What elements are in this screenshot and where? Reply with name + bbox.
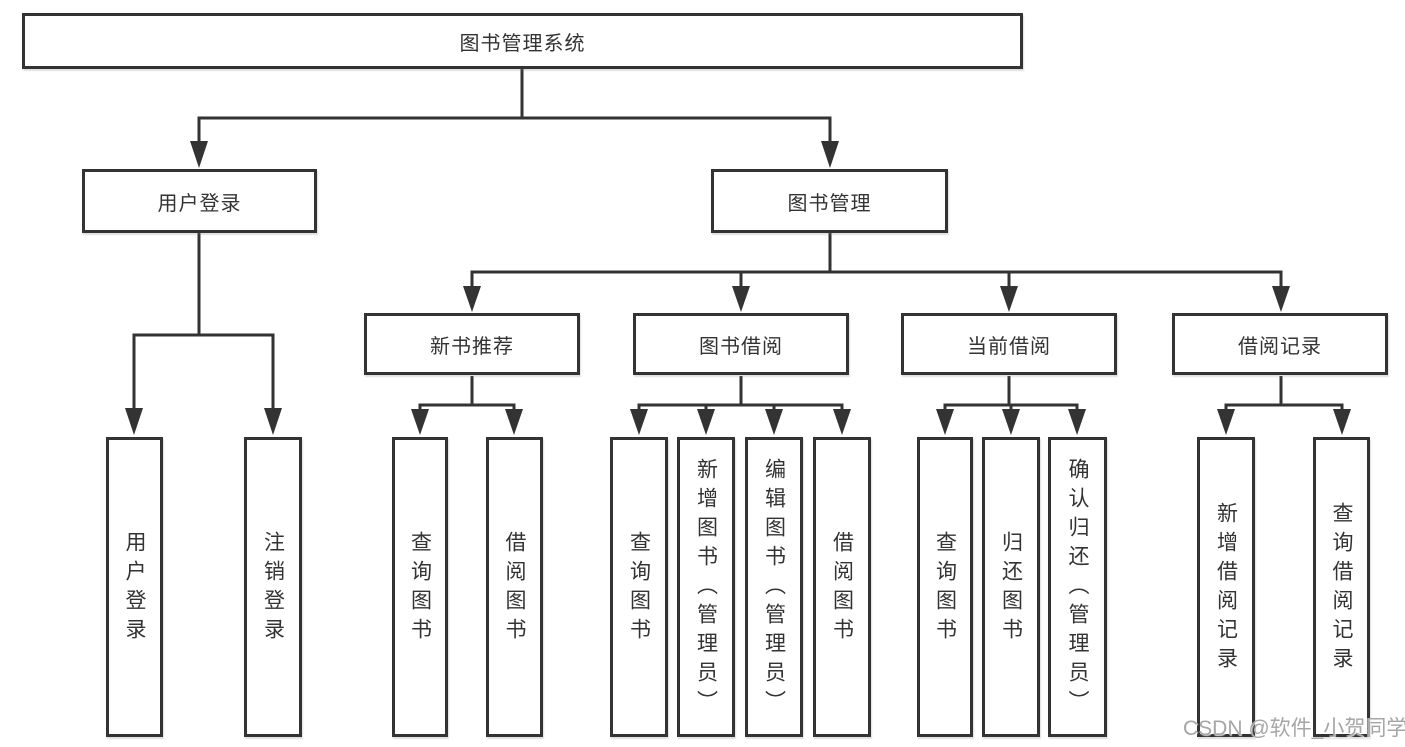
leaf-user-login: 用户登录 bbox=[106, 437, 163, 737]
leaf-confirm-return-admin: 确认归还（管理员） bbox=[1048, 437, 1107, 737]
node-library-management-system: 图书管理系统 bbox=[22, 13, 1023, 69]
leaf-edit-books-admin: 编辑图书（管理员） bbox=[745, 437, 803, 737]
node-borrowing-records: 借阅记录 bbox=[1172, 313, 1388, 375]
node-user-login: 用户登录 bbox=[82, 169, 317, 233]
leaf-logout: 注销登录 bbox=[244, 437, 302, 737]
leaf-add-books-admin: 新增图书（管理员） bbox=[677, 437, 735, 737]
leaf-query-borrow-record: 查询借阅记录 bbox=[1313, 437, 1370, 737]
leaf-add-borrow-record: 新增借阅记录 bbox=[1197, 437, 1255, 737]
leaf-return-books: 归还图书 bbox=[982, 437, 1040, 737]
leaf-borrow-books: 借阅图书 bbox=[813, 437, 871, 737]
leaf-query-books: 查询图书 bbox=[392, 437, 448, 737]
leaf-borrow-books: 借阅图书 bbox=[486, 437, 543, 737]
node-current-borrowing: 当前借阅 bbox=[901, 313, 1117, 375]
leaf-query-books: 查询图书 bbox=[917, 437, 973, 737]
watermark: CSDN @软件_小贺同学 bbox=[1183, 717, 1405, 740]
node-book-management: 图书管理 bbox=[711, 169, 948, 233]
node-book-borrowing: 图书借阅 bbox=[633, 313, 849, 375]
node-new-book-recommendation: 新书推荐 bbox=[364, 313, 580, 375]
leaf-query-books: 查询图书 bbox=[610, 437, 668, 737]
